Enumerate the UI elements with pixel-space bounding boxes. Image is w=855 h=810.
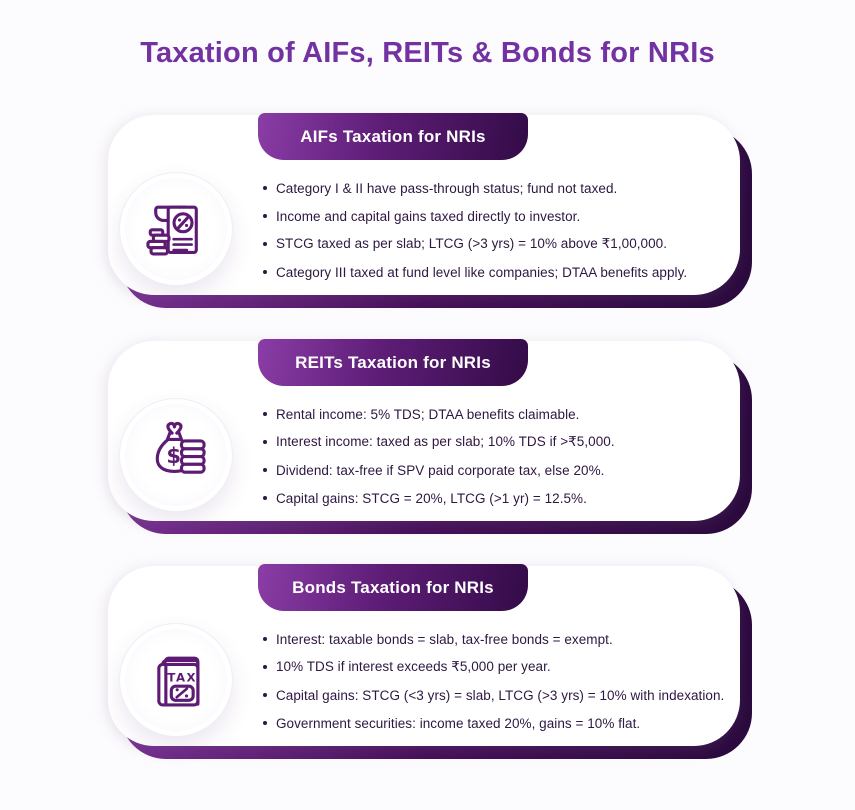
bullet-item: Interest income: taxed as per slab; 10% … (263, 428, 736, 456)
card-bonds-taxation: Bonds Taxation for NRIs TAX Interest: ta… (108, 564, 752, 759)
card-aifs-taxation: AIFs Taxation for NRIs Category I & II h… (108, 113, 752, 308)
svg-text:TAX: TAX (167, 671, 197, 685)
card-body: REITs Taxation for NRIs $ Rental income:… (108, 339, 740, 521)
card-banner-bonds: Bonds Taxation for NRIs (258, 564, 528, 611)
bullet-dot (263, 242, 267, 246)
svg-text:$: $ (166, 443, 181, 468)
bullet-dot (263, 637, 267, 641)
bullet-list: Rental income: 5% TDS; DTAA benefits cla… (263, 400, 736, 512)
icon-circle: TAX (119, 623, 233, 737)
bullet-item: 10% TDS if interest exceeds ₹5,000 per y… (263, 653, 736, 681)
bullet-list: Category I & II have pass-through status… (263, 174, 736, 286)
bullet-text: STCG taxed as per slab; LTCG (>3 yrs) = … (276, 236, 668, 251)
bullet-text: Government securities: income taxed 20%,… (276, 715, 641, 731)
bullet-item: Income and capital gains taxed directly … (263, 202, 736, 230)
card-reits-taxation: REITs Taxation for NRIs $ Rental income:… (108, 339, 752, 534)
card-body: Bonds Taxation for NRIs TAX Interest: ta… (108, 564, 740, 746)
bullet-item: Government securities: income taxed 20%,… (263, 709, 736, 737)
money-bag-coins-icon: $ (155, 421, 206, 474)
bullet-dot (263, 440, 267, 444)
bullet-text: Rental income: 5% TDS; DTAA benefits cla… (276, 406, 580, 422)
bullet-text: Dividend: tax-free if SPV paid corporate… (276, 462, 605, 478)
card-body: AIFs Taxation for NRIs Category I & II h… (108, 113, 740, 295)
bullet-dot (263, 214, 267, 218)
card-banner-title: AIFs Taxation for NRIs (300, 126, 486, 146)
bullet-item: Capital gains: STCG = 20%, LTCG (>1 yr) … (263, 484, 736, 512)
bullet-dot (263, 721, 267, 725)
card-banner-title: REITs Taxation for NRIs (295, 352, 491, 372)
bullet-text: Interest: taxable bonds = slab, tax-free… (276, 631, 613, 647)
bullet-dot (263, 186, 267, 190)
card-banner-reits: REITs Taxation for NRIs (258, 339, 528, 386)
bullet-dot (263, 412, 267, 416)
bullet-dot (263, 693, 267, 697)
bullet-list: Interest: taxable bonds = slab, tax-free… (263, 625, 736, 737)
bullet-text: Capital gains: STCG = 20%, LTCG (>1 yr) … (276, 490, 587, 506)
bullet-text: Capital gains: STCG (<3 yrs) = slab, LTC… (276, 687, 725, 703)
card-banner-aifs: AIFs Taxation for NRIs (258, 113, 528, 160)
page-title: Taxation of AIFs, REITs & Bonds for NRIs (140, 37, 715, 69)
bullet-dot (263, 496, 267, 500)
bullet-item: Category I & II have pass-through status… (263, 174, 736, 202)
bullet-text: Category III taxed at fund level like co… (276, 264, 688, 280)
bullet-item: Capital gains: STCG (<3 yrs) = slab, LTC… (263, 681, 736, 709)
bullet-item: Interest: taxable bonds = slab, tax-free… (263, 625, 736, 653)
bullet-dot (263, 468, 267, 472)
bullet-dot (263, 665, 267, 669)
bullet-item: Dividend: tax-free if SPV paid corporate… (263, 456, 736, 484)
bullet-text: Category I & II have pass-through status… (276, 180, 618, 196)
bullet-item: Rental income: 5% TDS; DTAA benefits cla… (263, 400, 736, 428)
bullet-dot (263, 270, 267, 274)
tax-document-percent-icon (146, 205, 198, 256)
tax-book-icon: TAX (157, 656, 200, 707)
bullet-text: Income and capital gains taxed directly … (276, 208, 581, 224)
icon-circle: $ (119, 398, 233, 512)
card-banner-title: Bonds Taxation for NRIs (292, 577, 494, 597)
bullet-text: Interest income: taxed as per slab; 10% … (276, 434, 615, 449)
bullet-item: Category III taxed at fund level like co… (263, 258, 736, 286)
icon-circle (119, 172, 233, 286)
bullet-item: STCG taxed as per slab; LTCG (>3 yrs) = … (263, 230, 736, 258)
bullet-text: 10% TDS if interest exceeds ₹5,000 per y… (276, 659, 551, 674)
